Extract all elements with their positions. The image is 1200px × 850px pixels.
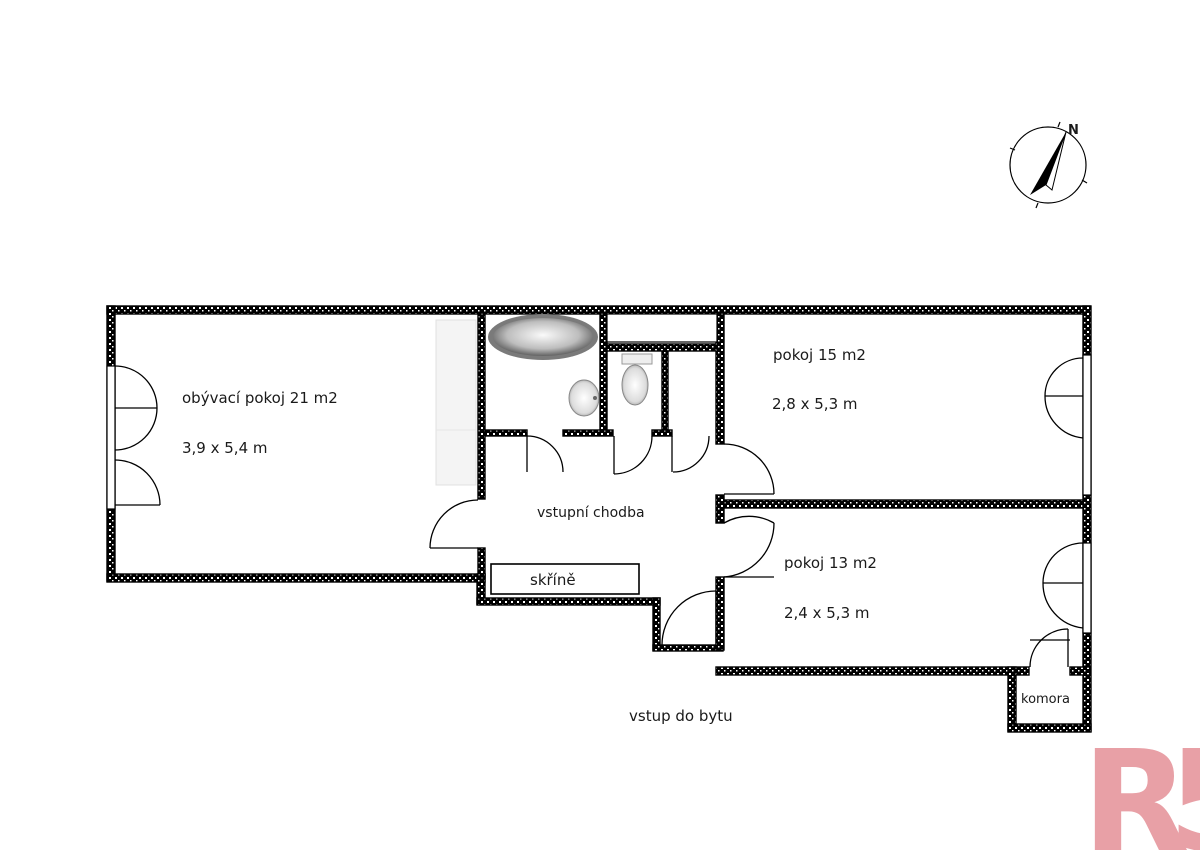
windows bbox=[106, 313, 1092, 634]
living-shelving bbox=[435, 319, 477, 486]
north-arrow-icon: N bbox=[1009, 121, 1088, 209]
room13-label: pokoj 13 m2 bbox=[784, 554, 877, 572]
bathroom-door-icon bbox=[526, 435, 564, 473]
living-door-icon bbox=[429, 499, 479, 549]
bathtub-icon bbox=[488, 314, 598, 360]
wardrobe-label: skříně bbox=[530, 571, 576, 589]
pantry-door-icon bbox=[1029, 628, 1070, 668]
r5-logo: R5 bbox=[1082, 721, 1200, 850]
closet-door-icon bbox=[671, 435, 710, 473]
living-window-swings bbox=[114, 365, 161, 506]
compass-north-label: N bbox=[1068, 123, 1079, 138]
room13-dimensions: 2,4 x 5,3 m bbox=[784, 604, 870, 622]
sink-icon bbox=[568, 379, 600, 417]
living-room-dimensions: 3,9 x 5,4 m bbox=[182, 439, 268, 457]
hall-label: vstupní chodba bbox=[537, 505, 645, 521]
toilet-icon bbox=[621, 353, 653, 406]
living-room-label: obývací pokoj 21 m2 bbox=[182, 389, 338, 407]
room15-window-swings bbox=[1044, 357, 1084, 439]
wardrobe bbox=[490, 563, 640, 595]
room13-window-swings bbox=[1042, 542, 1084, 629]
room15-dimensions: 2,8 x 5,3 m bbox=[772, 395, 858, 413]
logo-text: R5 bbox=[1082, 721, 1200, 850]
room15-door-icon bbox=[723, 443, 775, 495]
pantry-label: komora bbox=[1021, 692, 1070, 707]
entrance-door-icon bbox=[661, 590, 717, 646]
room15-label: pokoj 15 m2 bbox=[773, 346, 866, 364]
wc-door-icon bbox=[613, 435, 653, 475]
entrance-label: vstup do bytu bbox=[629, 707, 733, 725]
room13-door-icon bbox=[723, 515, 775, 578]
